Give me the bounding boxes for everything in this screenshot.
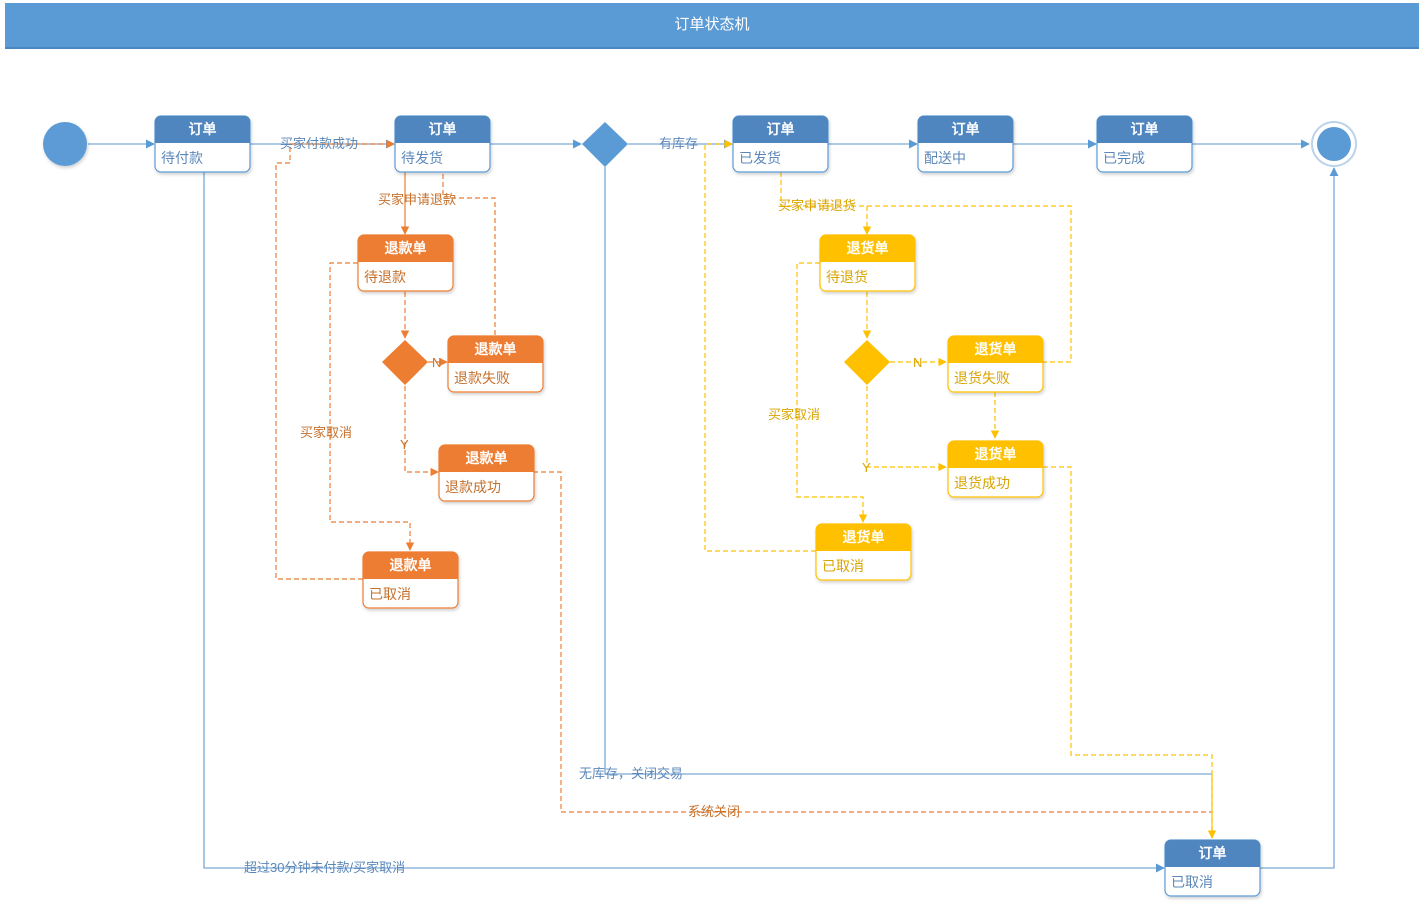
start-node	[43, 122, 87, 166]
edge-apply-return	[780, 172, 1072, 363]
label-buyer-cancel-refund: 买家取消	[300, 425, 352, 440]
state-r1-status: 待退款	[364, 269, 406, 285]
label-no-stock: 无库存，关闭交易	[579, 766, 683, 781]
state-o6-status: 已取消	[1171, 874, 1213, 890]
edge-gdecision-y	[866, 386, 947, 472]
label-return-n: N	[913, 355, 922, 370]
state-g3-title: 退货单	[975, 446, 1017, 462]
state-g1-status: 待退货	[826, 269, 868, 285]
state-r4-status: 已取消	[369, 586, 411, 602]
edge-no-stock	[604, 167, 1212, 775]
edge-r4-back-to-o1	[275, 139, 395, 580]
label-system-close: 系统关闭	[688, 804, 740, 819]
edge-o6-to-end	[1260, 167, 1339, 869]
state-o5-title: 订单	[1131, 121, 1159, 137]
state-o2-status: 待发货	[401, 150, 443, 166]
state-g4-status: 已取消	[822, 558, 864, 574]
label-buyer-cancel-return: 买家取消	[768, 407, 820, 422]
label-return-y: Y	[862, 460, 871, 475]
state-g2-title: 退货单	[975, 341, 1017, 357]
label-in-stock: 有库存	[659, 136, 698, 151]
edge-g3-to-o6	[1043, 466, 1217, 839]
return-decision	[844, 340, 890, 385]
state-o2-title: 订单	[429, 121, 457, 137]
edge-labels: 买家付款成功 有库存 买家申请退款 N Y 买家取消 买家申请退货 N Y 买家…	[244, 136, 922, 875]
edge-system-close	[533, 471, 1212, 813]
label-refund-y: Y	[400, 437, 409, 452]
state-nodes: 订单待付款订单待发货订单已发货订单配送中订单已完成订单已取消退款单待退款退款单退…	[154, 115, 1261, 897]
stock-decision	[582, 122, 628, 167]
state-g1-title: 退货单	[847, 240, 889, 256]
state-r3-status: 退款成功	[445, 479, 501, 495]
edge-refund-cancel	[329, 262, 415, 551]
edge-r2-back-to-o2	[442, 172, 496, 335]
label-pay-success: 买家付款成功	[280, 136, 358, 151]
state-r4-title: 退款单	[390, 557, 432, 573]
state-o1-status: 待付款	[161, 150, 203, 166]
state-g2-status: 退货失败	[954, 370, 1010, 386]
refund-decision	[382, 340, 428, 385]
state-o6-title: 订单	[1199, 845, 1227, 861]
edge-in-stock-cancel	[704, 139, 816, 552]
label-refund-n: N	[432, 355, 441, 370]
label-apply-return: 买家申请退货	[778, 198, 856, 213]
edge-timeout	[203, 172, 1165, 873]
state-g3-status: 退货成功	[954, 475, 1010, 491]
state-g4-title: 退货单	[843, 529, 885, 545]
state-o3-title: 订单	[767, 121, 795, 137]
edge-return-cancel	[796, 262, 868, 523]
state-o4-title: 订单	[952, 121, 980, 137]
label-timeout: 超过30分钟未付款/买家取消	[244, 860, 405, 875]
end-node	[1317, 127, 1351, 161]
state-r1-title: 退款单	[385, 240, 427, 256]
label-apply-refund: 买家申请退款	[378, 192, 456, 207]
state-r2-status: 退款失败	[454, 370, 510, 386]
state-o5-status: 已完成	[1103, 150, 1145, 166]
edge-rdecision-y	[404, 386, 439, 477]
connectors	[88, 139, 1339, 873]
state-o4-status: 配送中	[924, 150, 966, 166]
state-r2-title: 退款单	[475, 341, 517, 357]
diagram-title: 订单状态机	[5, 3, 1419, 49]
state-o3-status: 已发货	[739, 150, 781, 166]
state-r3-title: 退款单	[466, 450, 508, 466]
state-o1-title: 订单	[189, 121, 217, 137]
